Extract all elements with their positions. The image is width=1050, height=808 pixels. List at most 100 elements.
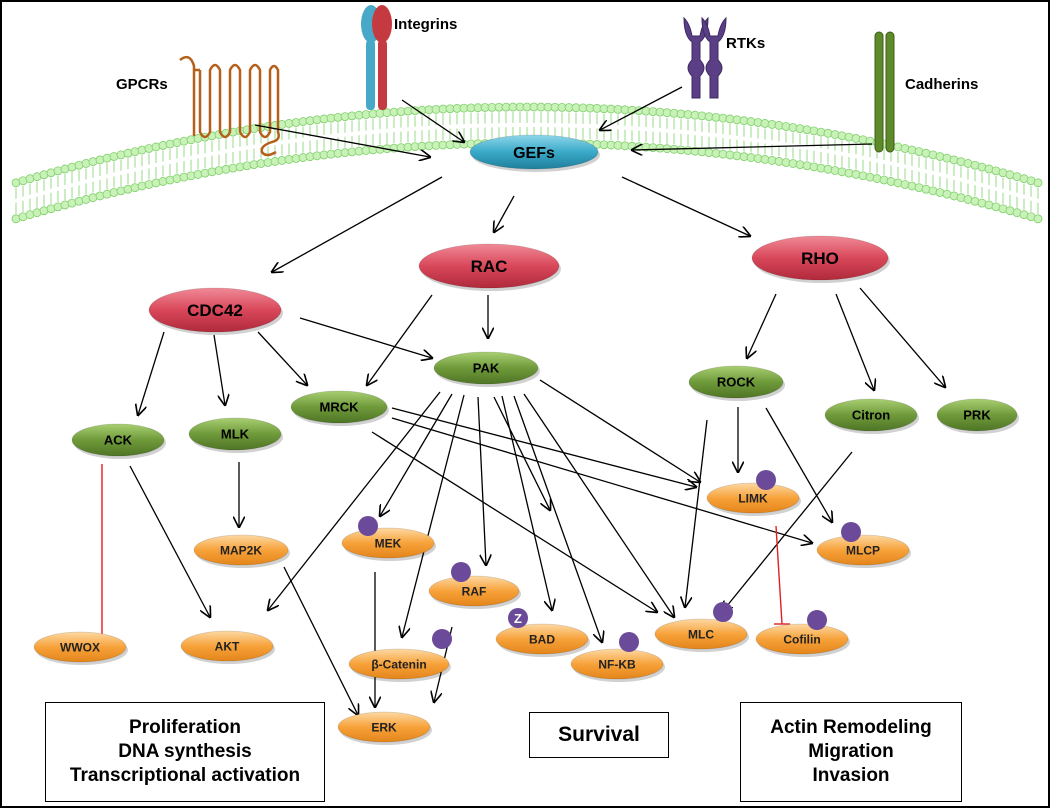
integrins-label: Integrins — [394, 16, 457, 33]
pathway-edges — [129, 86, 945, 715]
mek-node: MEK — [341, 527, 436, 561]
activation-arrow — [600, 86, 683, 130]
rtks-label: RTKs — [726, 35, 765, 52]
raf-label: RAF — [462, 584, 487, 598]
proliferation-line-3: Transcriptional activation — [69, 765, 301, 787]
gefs-node: GEFs — [469, 134, 600, 172]
z-badge — [508, 608, 528, 628]
activation-arrow — [213, 334, 225, 405]
raf-node: RAF — [428, 575, 521, 609]
phospho-dot — [619, 632, 639, 652]
rho-label: RHO — [801, 249, 839, 268]
z-badge-label: Z — [514, 611, 522, 626]
citron-label: Citron — [852, 408, 890, 423]
nfkb-node: NF-KB — [570, 648, 665, 682]
rac-label: RAC — [471, 257, 508, 276]
citron-node: Citron — [824, 398, 919, 434]
ack-label: ACK — [104, 433, 133, 448]
proliferation-line-2: DNA synthesis — [118, 740, 252, 762]
gpcr-receptor — [179, 55, 280, 157]
erk-label: ERK — [371, 720, 397, 734]
mlc-node: MLC — [654, 618, 749, 652]
activation-arrow — [401, 99, 464, 142]
actin-line-2: Migration — [808, 740, 894, 762]
phospho-dot — [756, 470, 776, 490]
proliferation-line-1: Proliferation — [129, 716, 241, 738]
activation-arrow — [283, 566, 358, 715]
activation-arrow — [859, 287, 945, 387]
limk-node: LIMK — [706, 482, 801, 516]
cdc42-label: CDC42 — [187, 301, 243, 320]
activation-arrow — [254, 124, 430, 157]
gefs-label: GEFs — [513, 145, 555, 162]
phospho-dot — [432, 629, 452, 649]
actin-remodeling-box: Actin Remodeling Migration Invasion — [740, 702, 962, 802]
beta-catenin-label: β-Catenin — [371, 657, 426, 671]
map2k-label: MAP2K — [220, 543, 262, 557]
akt-label: AKT — [215, 639, 240, 653]
activation-arrow — [391, 407, 696, 487]
prk-label: PRK — [963, 408, 991, 423]
activation-arrow — [371, 431, 657, 612]
cadherin-receptor — [874, 31, 895, 153]
phospho-dot — [451, 562, 471, 582]
activation-arrow — [138, 331, 165, 415]
beta-catenin-node: β-Catenin — [348, 648, 451, 682]
rtk-receptor — [683, 16, 727, 99]
activation-arrow — [501, 395, 552, 610]
bad-label: BAD — [529, 632, 555, 646]
activation-arrow — [494, 195, 515, 232]
phospho-dot — [841, 522, 861, 542]
phospho-dot — [807, 610, 827, 630]
map2k-node: MAP2K — [193, 534, 290, 568]
activation-arrow — [129, 465, 210, 617]
ack-node: ACK — [71, 423, 166, 459]
integrin-receptor — [361, 5, 392, 110]
mek-label: MEK — [375, 536, 402, 550]
activation-arrow — [272, 176, 443, 272]
survival-box: Survival — [529, 712, 669, 758]
inhibition-line — [775, 525, 783, 625]
wwox-label: WWOX — [60, 640, 100, 654]
cadherins-label: Cadherins — [905, 76, 978, 93]
rock-node: ROCK — [688, 365, 785, 401]
activation-arrow — [493, 396, 550, 510]
rac-node: RAC — [418, 243, 561, 291]
actin-line-3: Invasion — [812, 765, 890, 787]
cell-membrane — [11, 102, 1043, 224]
activation-arrow — [835, 293, 874, 390]
proliferation-box: Proliferation DNA synthesis Transcriptio… — [45, 702, 325, 802]
activation-arrow — [367, 294, 433, 385]
rock-label: ROCK — [717, 375, 756, 390]
gpcrs-label: GPCRs — [116, 76, 168, 93]
activation-arrow — [380, 393, 453, 516]
cofilin-node: Cofilin — [755, 623, 850, 657]
pak-label: PAK — [473, 361, 500, 376]
prk-node: PRK — [936, 398, 1019, 434]
activation-arrow — [722, 451, 853, 612]
activation-arrow — [539, 379, 700, 482]
mlcp-node: MLCP — [816, 534, 911, 568]
bad-node: BAD — [495, 623, 590, 657]
cdc42-node: CDC42 — [148, 287, 283, 335]
activation-arrow — [402, 394, 465, 637]
phospho-dot — [713, 602, 733, 622]
cofilin-label: Cofilin — [783, 632, 820, 646]
activation-arrow — [632, 143, 873, 150]
activation-arrow — [747, 293, 777, 358]
mrck-node: MRCK — [290, 390, 389, 426]
survival-line-1: Survival — [558, 722, 640, 746]
erk-node: ERK — [337, 711, 432, 745]
limk-label: LIMK — [738, 491, 768, 505]
activation-arrow — [299, 317, 432, 358]
activation-arrow — [257, 331, 307, 385]
activation-arrow — [391, 417, 812, 543]
mlk-label: MLK — [221, 427, 250, 442]
mlcp-label: MLCP — [846, 543, 880, 557]
actin-line-1: Actin Remodeling — [770, 716, 932, 738]
akt-node: AKT — [180, 630, 275, 664]
wwox-node: WWOX — [33, 631, 128, 665]
pak-node: PAK — [433, 351, 540, 387]
